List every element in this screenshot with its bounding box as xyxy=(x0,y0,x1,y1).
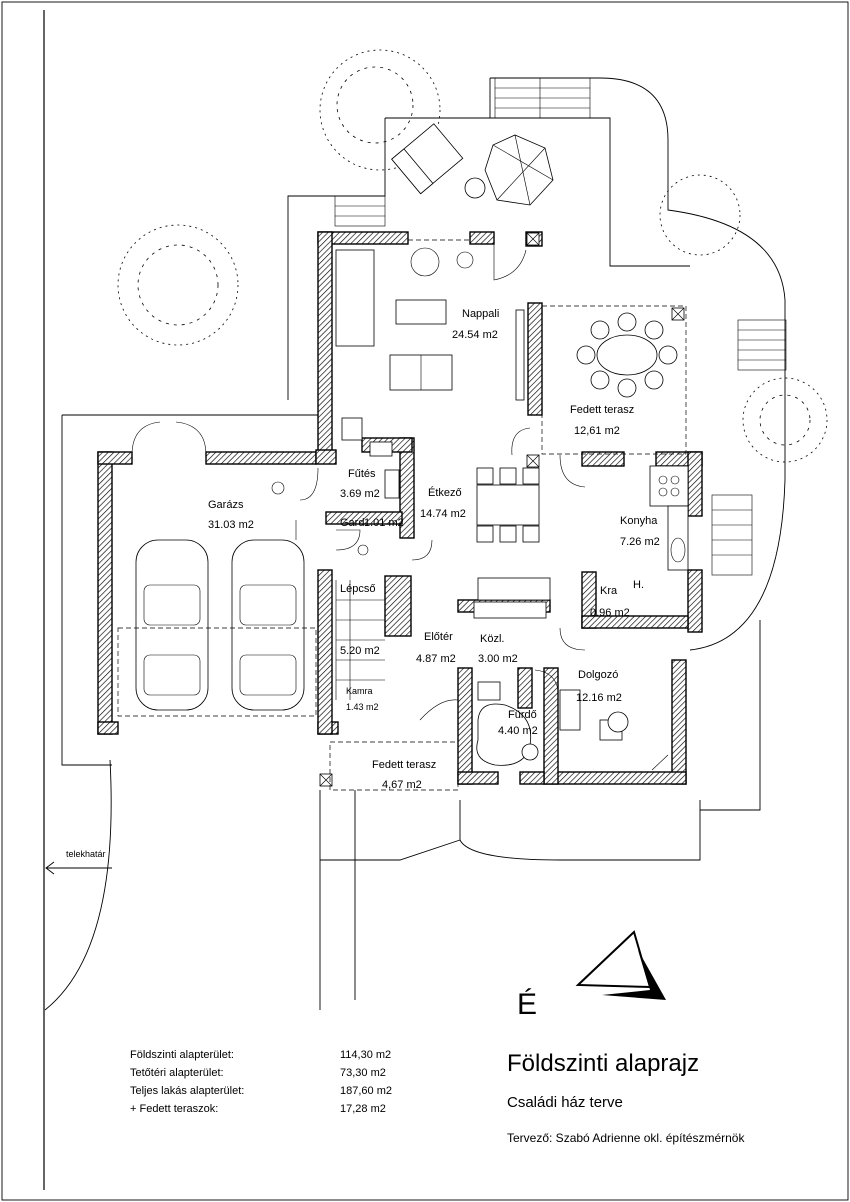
covered-terraces xyxy=(329,239,687,791)
site-outlines xyxy=(44,77,787,1011)
door-swings xyxy=(131,244,586,721)
area-row-value: 73,30 m2 xyxy=(340,1067,386,1079)
room-area: 12.16 m2 xyxy=(576,692,622,704)
north-label: É xyxy=(517,988,538,1021)
room-name: Konyha xyxy=(620,515,658,527)
area-row-value: 17,28 m2 xyxy=(340,1103,386,1115)
room-area: 4.40 m2 xyxy=(498,725,538,737)
room-name: Kra xyxy=(600,585,618,597)
room-area: 4,67 m2 xyxy=(382,779,422,791)
room-area: 3.00 m2 xyxy=(478,653,518,665)
area-row-label: Földszinti alapterület: xyxy=(130,1049,234,1061)
area-row-label: Teljes lakás alapterület: xyxy=(130,1085,245,1097)
plot-boundary-arrow: telekhatár xyxy=(45,849,112,875)
area-row-label: Tetőtéri alapterület: xyxy=(130,1067,224,1079)
room-area: 0.96 m2 xyxy=(590,607,630,619)
area-row: Tetőtéri alapterület: 73,30 m2 xyxy=(130,1064,420,1082)
interior-furniture xyxy=(117,247,689,771)
designer-credit: Tervező: Szabó Adrienne okl. építészmérn… xyxy=(507,1131,745,1145)
room-area: 31.03 m2 xyxy=(208,519,254,531)
drawing-subtitle: Családi ház terve xyxy=(507,1094,623,1111)
room-name: Előtér xyxy=(424,631,453,643)
walls xyxy=(97,231,703,785)
room-area: 24.54 m2 xyxy=(452,329,498,341)
room-name: Lépcső xyxy=(340,583,375,595)
room-name: Fedett terasz xyxy=(372,759,436,771)
columns xyxy=(319,232,685,787)
trees-and-shrubs xyxy=(117,49,828,463)
room-area: 3.69 m2 xyxy=(340,488,380,500)
room-area: 12,61 m2 xyxy=(574,425,620,437)
area-row: Földszinti alapterület: 114,30 m2 xyxy=(130,1046,420,1064)
room-area: 14.74 m2 xyxy=(420,508,466,520)
area-row: + Fedett teraszok: 17,28 m2 xyxy=(130,1100,420,1118)
room-name: Közl. xyxy=(480,633,504,645)
room-area: 5.20 m2 xyxy=(340,645,380,657)
drawing-title: Földszinti alaprajz xyxy=(507,1050,700,1077)
room-area: 7.26 m2 xyxy=(620,536,660,548)
room-name: Garázs xyxy=(208,499,244,511)
room-name: Fedett terasz xyxy=(570,404,634,416)
area-row-label: + Fedett teraszok: xyxy=(130,1103,219,1115)
area-row-value: 114,30 m2 xyxy=(340,1049,392,1061)
area-summary: Földszinti alapterület: 114,30 m2 Tetőté… xyxy=(130,1046,420,1118)
room-name: Fürdő xyxy=(508,709,537,721)
room-name: Fűtés xyxy=(348,468,376,480)
plot-boundary-label: telekhatár xyxy=(66,849,106,859)
room-area: 4.87 m2 xyxy=(416,653,456,665)
garden-furniture xyxy=(391,123,554,206)
area-row: Teljes lakás alapterület: 187,60 m2 xyxy=(130,1082,420,1100)
room-name: Gard. xyxy=(340,517,368,529)
room-labels: Nappali 24.54 m2 Fedett terasz 12,61 m2 … xyxy=(208,308,660,791)
h-mark: H. xyxy=(633,579,644,591)
room-name: Nappali xyxy=(462,308,499,320)
north-arrow xyxy=(575,930,666,1000)
room-name: Kamra xyxy=(346,686,373,696)
room-name: Étkező xyxy=(428,486,462,499)
room-area: 1.01 m2 xyxy=(364,517,404,529)
area-row-value: 187,60 m2 xyxy=(340,1085,392,1097)
room-area: 1.43 m2 xyxy=(346,702,379,712)
room-name: Dolgozó xyxy=(578,669,618,681)
